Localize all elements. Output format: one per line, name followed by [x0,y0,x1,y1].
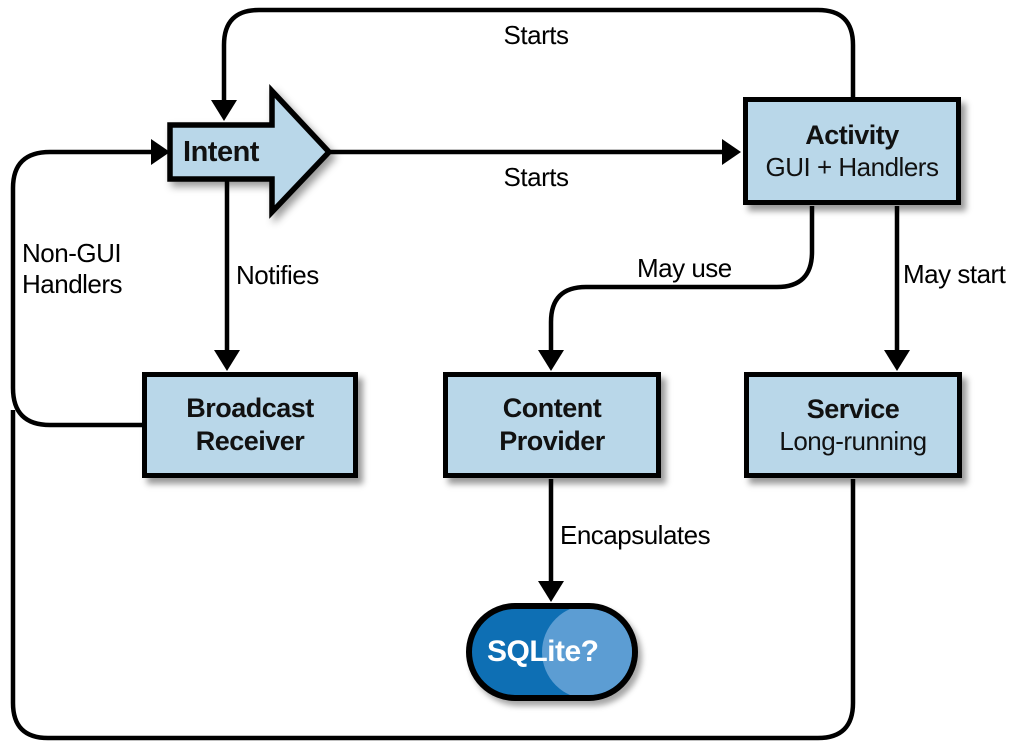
arrowhead-down-icon [538,350,564,371]
edge-label-non-gui-handlers: Non-GUI Handlers [22,238,123,300]
activity-subtitle: GUI + Handlers [765,151,939,182]
edge-label-starts-top: Starts [503,20,569,50]
edge-service-loop-path [10,410,856,741]
edge-label-encapsulates: Encapsulates [560,520,711,550]
activity-node: Activity GUI + Handlers [743,97,961,205]
broadcast-receiver-title-line1: Broadcast [186,393,314,424]
service-title: Service [806,393,900,424]
edge-label-starts-mid: Starts [503,162,569,192]
arrowhead-down-icon [214,350,240,371]
service-node: Service Long-running [744,372,962,478]
broadcast-receiver-node: Broadcast Receiver [142,372,358,478]
broadcast-receiver-title-line2: Receiver [195,426,305,456]
sqlite-node: SQLite? [466,603,638,701]
service-subtitle: Long-running [779,425,927,456]
edge-label-non-gui-line1: Non-GUI [22,238,122,268]
arrowhead-down-icon [884,350,910,371]
edge-label-may-use: May use [637,253,732,283]
content-provider-node: Content Provider [443,372,661,478]
content-provider-title-line2: Provider [499,426,605,456]
edge-non-gui-path [10,149,151,428]
arrowhead-down-icon [211,100,237,121]
content-provider-title-line1: Content [502,393,602,424]
edge-label-notifies: Notifies [236,260,319,290]
sqlite-highlight-circle [542,609,632,695]
edge-label-non-gui-line2: Handlers [22,269,123,300]
intent-block-arrow [167,84,333,219]
edge-may-use-path [548,206,815,351]
edge-starts-top-path [221,7,856,101]
activity-title: Activity [805,119,899,150]
edge-label-may-start: May start [903,259,1006,289]
arrowhead-right-icon [151,139,170,165]
arrowhead-right-icon [722,139,741,165]
sqlite-node-label: SQLite? [487,635,599,668]
arrowhead-down-icon [538,581,564,602]
intent-node-label: Intent [183,135,259,168]
